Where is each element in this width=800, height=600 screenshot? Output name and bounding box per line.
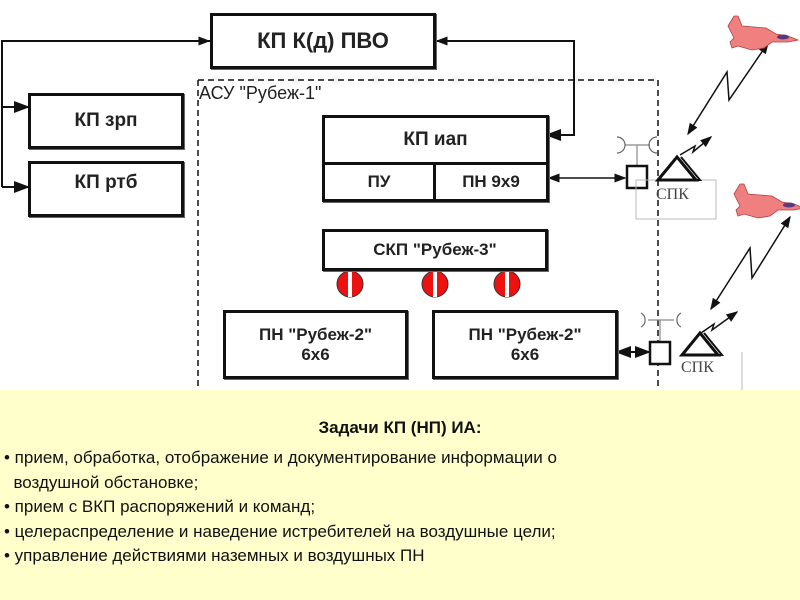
wheel-icon: [493, 270, 521, 298]
fighter-jet-icon: [733, 183, 800, 219]
wheel-icon: [336, 270, 364, 298]
node-label: СКП "Рубеж-3": [373, 240, 497, 259]
node-label: КП К(д) ПВО: [257, 28, 389, 53]
node-kp-zrp: КП зрп: [28, 93, 184, 149]
relay-box-icon: [625, 164, 649, 190]
antenna-icon: [616, 136, 658, 166]
fighter-jet-icon: [727, 15, 800, 51]
node-sublabel: 6х6: [510, 344, 540, 364]
node-skp-rubezh3: СКП "Рубеж-3": [322, 229, 548, 271]
node-sublabel: 6х6: [301, 344, 330, 364]
radar-triangle-icon: [654, 154, 703, 182]
node-kp-rtb: КП ртб: [28, 161, 184, 217]
tasks-panel: Задачи КП (НП) ИА: • прием, обработка, о…: [0, 390, 800, 600]
node-label: ПН "Рубеж-2": [258, 324, 373, 344]
node-label: КП ртб: [74, 172, 138, 193]
node-label: ПУ: [367, 172, 391, 191]
antenna-icon: [640, 312, 682, 343]
node-pn-rubezh2-2: ПН "Рубеж-2" 6х6: [432, 310, 618, 379]
task-item: • управление действиями наземных и возду…: [4, 546, 425, 565]
node-pu: ПУ: [322, 162, 436, 202]
node-kp-kd-pvo: КП К(д) ПВО: [210, 13, 436, 69]
relay-box-icon: [648, 340, 672, 366]
node-pn-rubezh2-1: ПН "Рубеж-2" 6х6: [223, 310, 408, 379]
task-item: • целераспределение и наведение истребит…: [4, 521, 556, 541]
spk-label: СПК: [656, 186, 689, 203]
tasks-list: • прием, обработка, отображение и докуме…: [4, 446, 557, 569]
connector-right-loop: [436, 40, 575, 141]
task-item: • прием, обработка, отображение и докуме…: [4, 448, 557, 467]
tasks-title: Задачи КП (НП) ИА:: [318, 418, 482, 437]
node-label: КП иап: [403, 129, 468, 150]
asu-boundary-label: АСУ "Рубеж-1": [199, 83, 322, 103]
task-item: • прием с ВКП распоряжений и команд;: [4, 497, 316, 516]
connector-layer: [1, 15, 800, 390]
node-label: КП зрп: [74, 110, 138, 131]
radar-triangle-icon: [678, 330, 725, 357]
node-kp-iap: КП иап: [322, 115, 549, 165]
task-item: воздушной обстановке;: [4, 472, 199, 492]
node-pn-9x9: ПН 9х9: [433, 162, 549, 202]
node-label: ПН 9х9: [462, 172, 520, 191]
asu-diagram: КП К(д) ПВО КП зрп КП ртб АСУ "Рубеж-1" …: [1, 13, 800, 390]
lightning-link-icon: [679, 41, 791, 334]
asu-boundary: [197, 79, 659, 390]
wheel-icon: [421, 270, 449, 298]
spk-label: СПК: [681, 359, 714, 376]
node-label: ПН "Рубеж-2": [468, 324, 582, 344]
